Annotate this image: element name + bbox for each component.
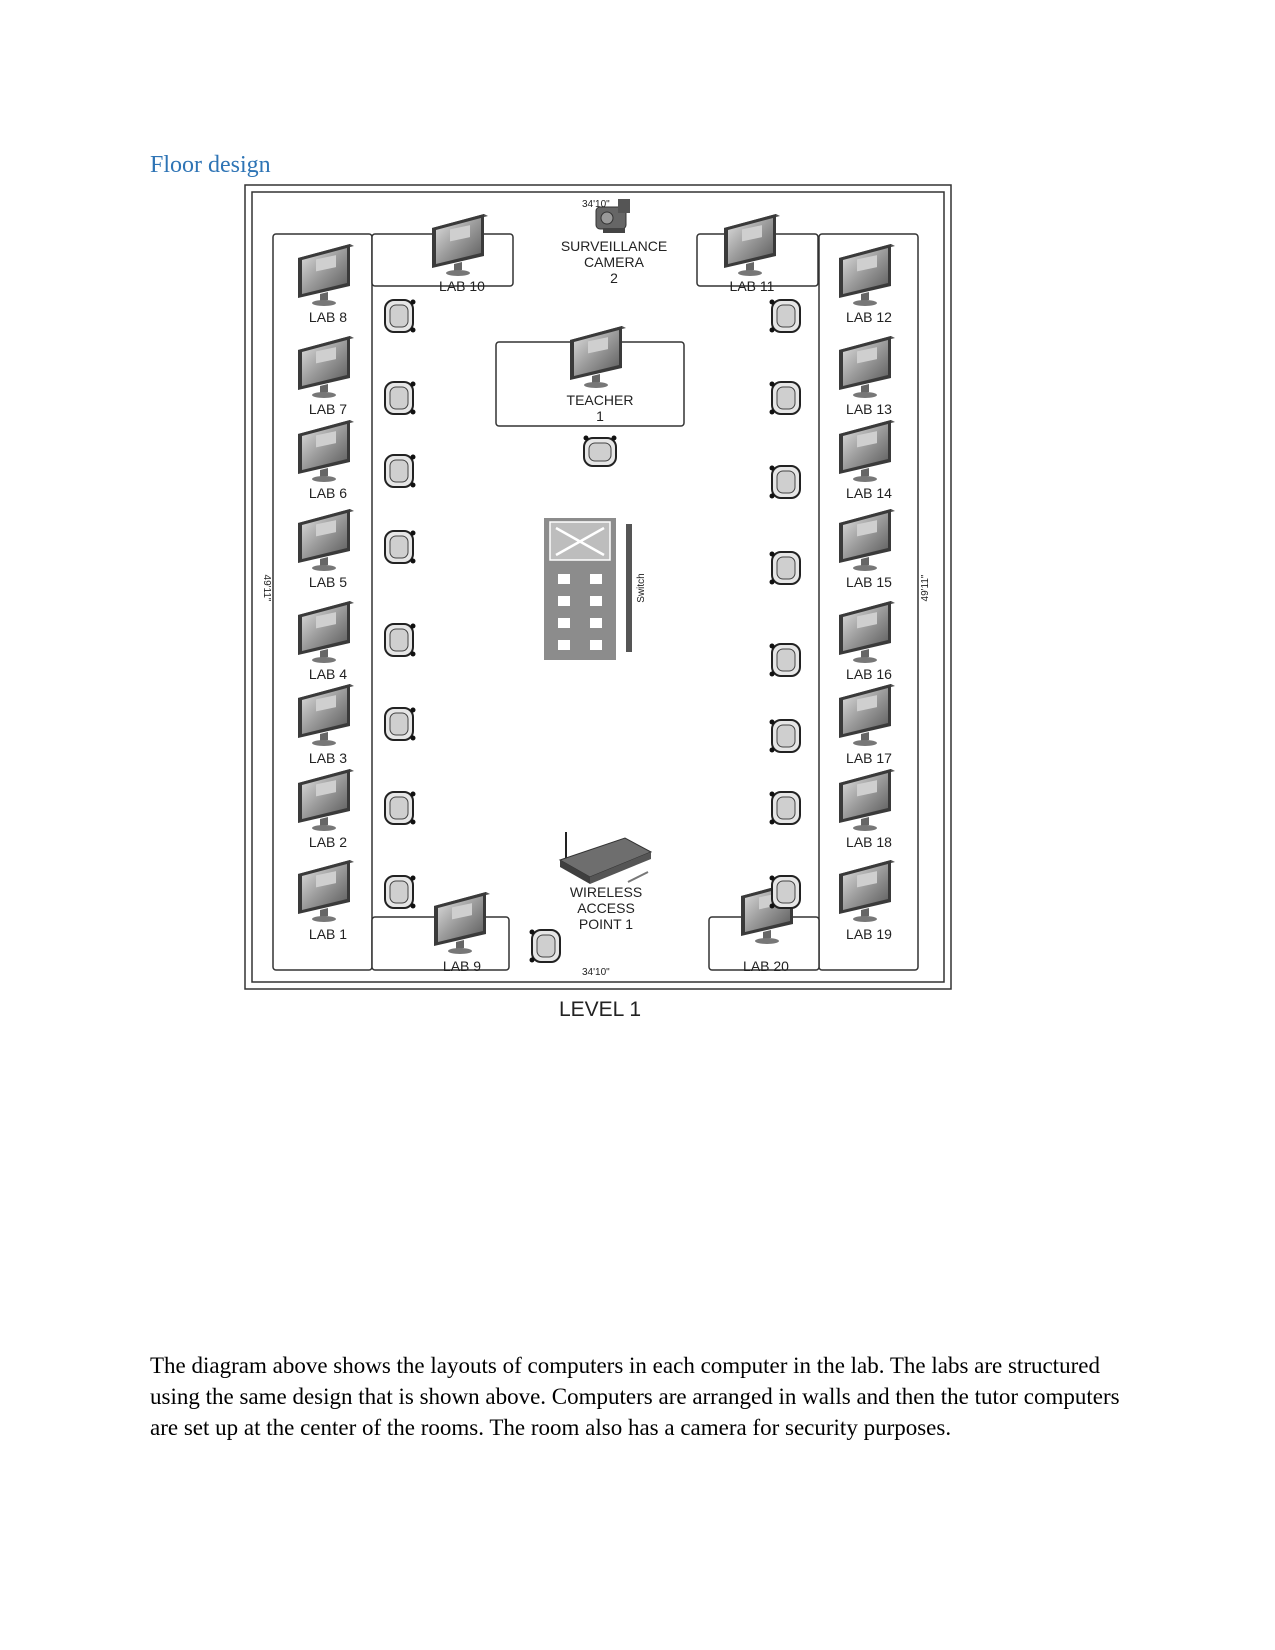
chair-icon xyxy=(768,464,801,500)
floor-plan-diagram: 34'10" 34'10" 49'11" 49'11" LAB 8 LAB 7 … xyxy=(244,184,952,1021)
dimension-bottom: 34'10" xyxy=(582,967,610,978)
chair-icon xyxy=(768,642,801,678)
chair-icon xyxy=(384,622,417,658)
section-heading: Floor design xyxy=(150,152,271,178)
label-lab-1: LAB 1 xyxy=(309,926,347,942)
chair-icon xyxy=(768,718,801,754)
label-lab-4: LAB 4 xyxy=(309,666,347,682)
chair-icon xyxy=(384,706,417,742)
label-lab-6: LAB 6 xyxy=(309,485,347,501)
camera-label-line-2: CAMERA xyxy=(584,254,645,270)
teacher-label-line-1: TEACHER xyxy=(567,392,634,408)
description-paragraph: The diagram above shows the layouts of c… xyxy=(150,1353,1120,1440)
dimension-top: 34'10" xyxy=(582,199,610,210)
label-lab-18: LAB 18 xyxy=(846,834,892,850)
dimension-right: 49'11" xyxy=(920,574,931,601)
teacher-label-line-2: 1 xyxy=(596,408,604,424)
label-lab-14: LAB 14 xyxy=(846,485,892,501)
label-lab-11: LAB 11 xyxy=(730,278,775,294)
chair-icon xyxy=(768,874,801,910)
chair-icon xyxy=(528,928,561,964)
label-lab-12: LAB 12 xyxy=(846,309,892,325)
chair-icon xyxy=(384,790,417,826)
dimension-left: 49'11" xyxy=(261,575,272,602)
label-lab-19: LAB 19 xyxy=(846,926,892,942)
access-point-label-line-1: WIRELESS xyxy=(570,884,642,900)
chair-icon xyxy=(384,453,417,489)
chair-icon xyxy=(384,874,417,910)
wireless-access-point-icon xyxy=(558,832,653,884)
chair-icon xyxy=(768,380,801,416)
room-outer-wall xyxy=(244,184,952,990)
label-lab-9: LAB 9 xyxy=(443,958,481,974)
chair-icon xyxy=(768,298,801,334)
label-lab-20: LAB 20 xyxy=(743,958,789,974)
label-lab-16: LAB 16 xyxy=(846,666,892,682)
chair-icon xyxy=(384,380,417,416)
level-title: LEVEL 1 xyxy=(559,998,641,1021)
label-lab-8: LAB 8 xyxy=(309,309,347,325)
surveillance-camera-icon xyxy=(595,199,630,233)
camera-label-line-3: 2 xyxy=(610,270,618,286)
label-lab-10: LAB 10 xyxy=(439,278,485,294)
network-switch-icon xyxy=(544,518,632,660)
room-inner-wall xyxy=(251,191,945,983)
label-lab-5: LAB 5 xyxy=(309,574,347,590)
label-lab-2: LAB 2 xyxy=(309,834,347,850)
chair-icon xyxy=(384,529,417,565)
chair-icon xyxy=(384,298,417,334)
label-lab-13: LAB 13 xyxy=(846,401,892,417)
access-point-label-line-3: POINT 1 xyxy=(579,916,633,932)
chair-icon xyxy=(582,434,618,467)
switch-label: Switch xyxy=(636,573,647,602)
label-lab-17: LAB 17 xyxy=(846,750,892,766)
chair-icon xyxy=(768,790,801,826)
label-lab-7: LAB 7 xyxy=(309,401,347,417)
label-lab-3: LAB 3 xyxy=(309,750,347,766)
access-point-label-line-2: ACCESS xyxy=(577,900,635,916)
chair-icon xyxy=(768,550,801,586)
label-lab-15: LAB 15 xyxy=(846,574,892,590)
camera-label-line-1: SURVEILLANCE xyxy=(561,238,667,254)
